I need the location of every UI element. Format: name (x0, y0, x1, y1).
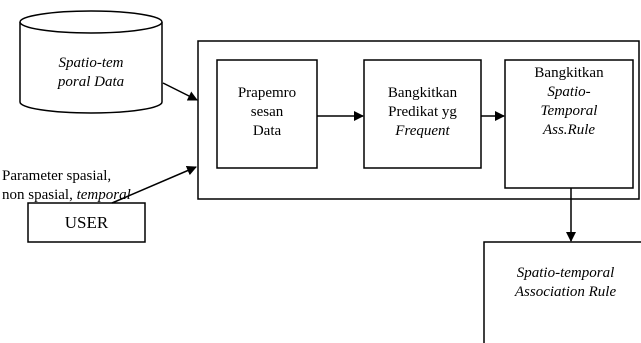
step2-label: Bangkitkan Predikat yg Frequent (364, 84, 481, 141)
database-label: Spatio-tem poral Data (26, 54, 156, 92)
parameter-label: Parameter spasial, non spasial, temporal (2, 167, 202, 205)
system-frame (197, 40, 640, 200)
database-label-line1: Spatio-tem (58, 55, 124, 71)
step1-line2: sesan (250, 104, 284, 120)
step3-line4: Ass.Rule (542, 122, 596, 138)
step2-line3: Frequent (395, 123, 450, 139)
parameter-label-italic: temporal (76, 187, 131, 203)
parameter-label-plain: non spasial, (2, 187, 77, 203)
step2-line2: Predikat yg (388, 104, 457, 120)
step1-label: Prapemro sesan Data (217, 84, 317, 141)
output-line2: Association Rule (514, 284, 617, 300)
user-box (27, 202, 146, 243)
output-label: Spatio-temporal Association Rule (490, 264, 641, 302)
database-label-line2: poral Data (57, 74, 125, 90)
output-line1: Spatio-temporal (516, 265, 615, 281)
step2-line1: Bangkitkan (387, 85, 458, 101)
user-label: USER (64, 213, 109, 232)
arrow-database-to-system (162, 82, 198, 101)
database-cylinder (19, 10, 163, 114)
step2-box (363, 59, 482, 169)
output-box (483, 241, 641, 343)
step1-line1: Prapemro (237, 85, 297, 101)
step1-line3: Data (252, 123, 282, 139)
parameter-label-line1: Parameter spasial, (2, 168, 112, 184)
step3-line1: Bangkitkan (534, 65, 604, 81)
step3-line2: Spatio- (547, 84, 591, 100)
step3-box (504, 59, 634, 189)
step3-line3: Temporal (540, 103, 598, 119)
parameter-label-line2: non spasial, temporal (2, 186, 202, 205)
step1-box (216, 59, 318, 169)
arrow-user-to-system (111, 165, 197, 204)
step3-label: Bangkitkan Spatio- Temporal Ass.Rule (505, 64, 633, 140)
